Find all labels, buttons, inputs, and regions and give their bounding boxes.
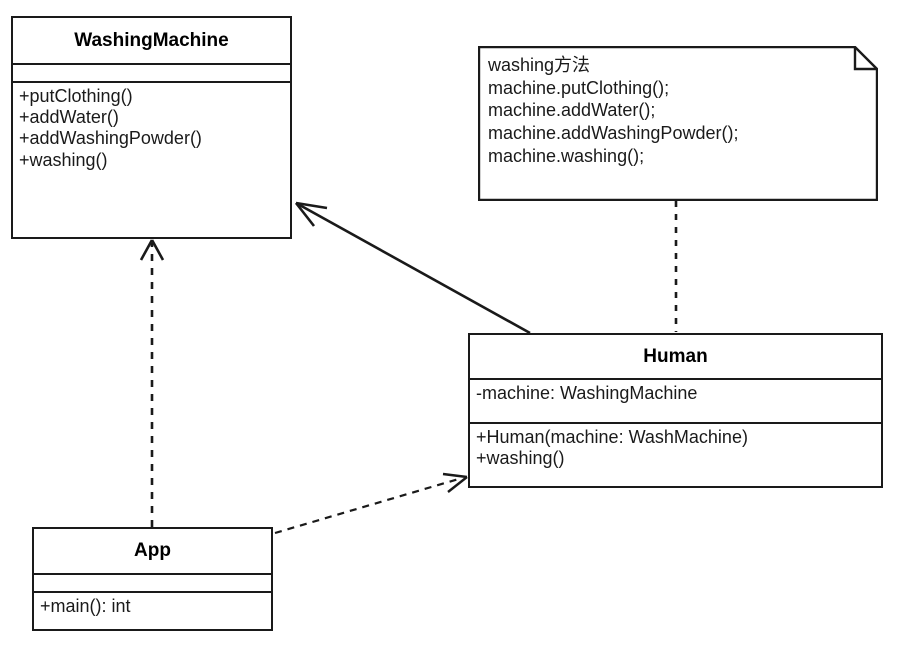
connector-human-to-washingmachine[interactable] — [294, 201, 531, 335]
operation-item: +Human(machine: WashMachine) — [476, 427, 748, 447]
connector-app-to-human[interactable] — [274, 472, 468, 535]
connector-line — [295, 201, 531, 335]
connector-line — [274, 476, 463, 535]
open-arrowhead-icon — [442, 472, 468, 493]
operation-item: +addWashingPowder() — [19, 128, 202, 149]
open-arrowhead-icon — [139, 239, 165, 261]
class-name-washingmachine: WashingMachine — [74, 29, 229, 51]
note-line: washing方法 — [488, 55, 591, 75]
attributes-compartment-human: -machine: WashingMachine — [470, 378, 881, 422]
operations-compartment-washingmachine: +putClothing() +addWater() +addWashingPo… — [13, 81, 290, 237]
note-shape — [478, 46, 878, 201]
connector-app-to-washingmachine[interactable] — [139, 239, 165, 527]
note-line: machine.addWashingPowder(); — [488, 123, 739, 144]
note-line: machine.addWater(); — [488, 100, 656, 121]
class-box-app[interactable]: App +main(): int — [32, 527, 273, 631]
attributes-compartment-washingmachine — [13, 63, 290, 81]
operations-compartment-human: +Human(machine: WashMachine) +washing() — [470, 422, 881, 486]
note-box-washing-method[interactable]: washing方法 machine.putClothing(); machine… — [478, 46, 878, 201]
class-name-app: App — [134, 540, 171, 561]
operation-item: +putClothing() — [19, 86, 133, 106]
operation-item: +washing() — [19, 149, 108, 170]
class-box-washingmachine[interactable]: WashingMachine +putClothing() +addWater(… — [11, 16, 292, 239]
class-box-human[interactable]: Human -machine: WashingMachine +Human(ma… — [468, 333, 883, 488]
note-text: washing方法 machine.putClothing(); machine… — [488, 54, 872, 167]
note-fold-icon — [853, 47, 877, 71]
note-line: machine.washing(); — [488, 145, 645, 166]
class-name-human: Human — [643, 345, 708, 367]
operation-item: +addWater() — [19, 107, 119, 128]
note-outline — [478, 46, 878, 201]
operation-item: +main(): int — [40, 596, 131, 616]
attribute-item: -machine: WashingMachine — [476, 383, 698, 403]
note-line: machine.putClothing(); — [488, 77, 670, 98]
operations-compartment-app: +main(): int — [34, 591, 271, 629]
operation-item: +washing() — [476, 448, 565, 469]
attributes-compartment-app — [34, 573, 271, 591]
open-arrowhead-icon — [294, 201, 328, 227]
